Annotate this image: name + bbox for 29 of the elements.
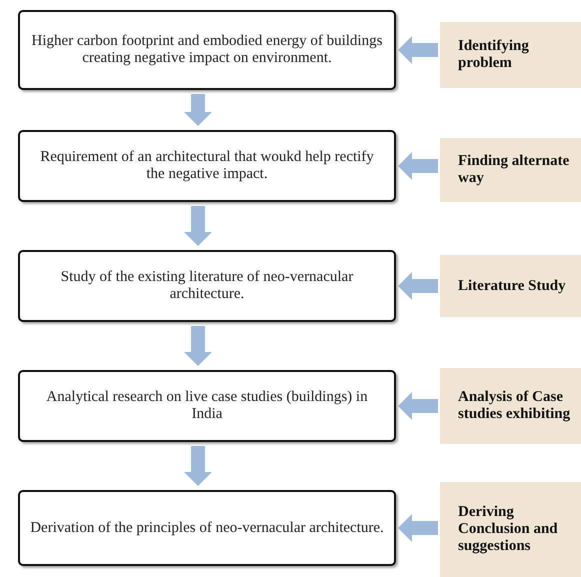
step-label-box xyxy=(440,255,581,317)
step-label: Finding alternate way xyxy=(458,153,570,187)
step-label: Literature Study xyxy=(458,278,566,294)
process-text: Derivation of the principles of neo-vernacular architecture. xyxy=(30,520,384,536)
step-label-box xyxy=(440,368,581,444)
step-label-box xyxy=(440,138,581,202)
block-arrow xyxy=(184,446,212,486)
process-text: Requirement of an architectural that woukd help rectify the negative impact. xyxy=(39,149,375,183)
process-box xyxy=(18,10,396,90)
step-label-box xyxy=(440,22,581,88)
process-box xyxy=(18,130,396,202)
block-arrow xyxy=(398,272,438,300)
step-label-box xyxy=(440,482,581,577)
block-arrow xyxy=(184,94,212,126)
block-arrow xyxy=(398,152,438,180)
block-arrow xyxy=(184,326,212,366)
process-text: Analytical research on live case studies (buildings) in India xyxy=(45,389,369,423)
process-box xyxy=(18,490,396,566)
step-label: Analysis of Case studies exhibiting xyxy=(458,389,572,423)
block-arrow xyxy=(398,392,438,420)
process-text: Study of the existing literature of neo-vernacular architecture. xyxy=(60,269,354,303)
step-label: Identifying problem xyxy=(458,38,530,72)
process-box xyxy=(18,370,396,442)
process-text: Higher carbon footprint and embodied energy of buildings creating negative impact on environment. xyxy=(30,33,384,67)
step-label: Deriving Conclusion and suggestions xyxy=(458,504,559,555)
block-arrow xyxy=(398,514,438,542)
block-arrow xyxy=(398,36,438,64)
block-arrow xyxy=(184,206,212,246)
process-box xyxy=(18,250,396,322)
